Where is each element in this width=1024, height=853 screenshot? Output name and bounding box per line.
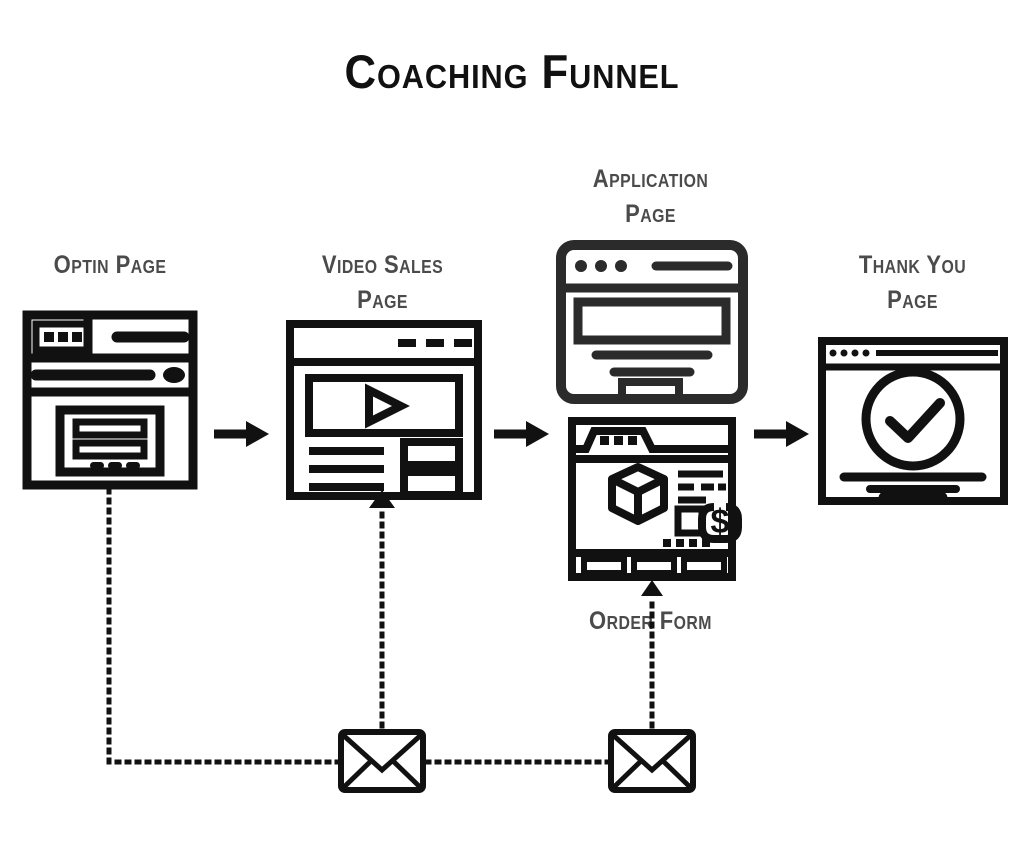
form-dots bbox=[90, 462, 140, 469]
window-dots bbox=[600, 436, 637, 445]
browser-optin-form-icon[interactable] bbox=[22, 310, 198, 490]
envelope-icon[interactable] bbox=[337, 728, 427, 794]
submit-button-shape[interactable] bbox=[618, 378, 683, 402]
window-dots bbox=[829, 349, 870, 357]
dollar-icon: $ bbox=[698, 503, 742, 543]
dotted-email-1-to-vsl bbox=[369, 490, 395, 729]
browser-checkmark-icon[interactable] bbox=[818, 337, 1008, 505]
svg-text:$: $ bbox=[711, 503, 730, 541]
envelope-icon[interactable] bbox=[607, 728, 697, 794]
thank-you-button-shape[interactable] bbox=[878, 491, 948, 505]
product-cube-icon bbox=[608, 463, 668, 525]
success-circle bbox=[861, 367, 965, 471]
node-label-thank-you-page-line1: Thank You bbox=[858, 251, 967, 279]
node-label-application-page-line1: Application bbox=[592, 165, 709, 193]
page-title: Coaching Funnel bbox=[344, 45, 680, 98]
video-frame[interactable] bbox=[305, 374, 463, 437]
node-label-optin-page: Optin Page bbox=[53, 251, 167, 279]
text-lines bbox=[309, 447, 384, 491]
play-icon[interactable] bbox=[365, 383, 410, 429]
node-label-thank-you-page-line2: Page bbox=[887, 286, 938, 314]
application-field[interactable] bbox=[573, 297, 731, 345]
window-dots bbox=[44, 332, 82, 342]
node-label-video-sales-page-line2: Page bbox=[357, 286, 408, 314]
browser-order-form-icon[interactable]: $ bbox=[568, 417, 742, 581]
cta-box-1[interactable] bbox=[400, 438, 463, 469]
arrow-application-to-thank-you bbox=[754, 421, 809, 447]
order-text-lines bbox=[678, 470, 726, 504]
browser-application-form-icon[interactable] bbox=[556, 240, 748, 404]
pagination-dots bbox=[663, 539, 710, 547]
node-label-video-sales-page-line1: Video Sales bbox=[321, 251, 444, 279]
node-label-application-page-line2: Page bbox=[625, 200, 676, 228]
check-icon bbox=[885, 398, 945, 443]
browser-video-player-icon[interactable] bbox=[286, 320, 482, 500]
product-cards bbox=[581, 556, 727, 576]
dotted-email-2-to-order-form bbox=[641, 580, 663, 729]
arrow-vsl-to-application bbox=[494, 421, 549, 447]
arrow-optin-to-vsl bbox=[214, 421, 269, 447]
cta-box-2[interactable] bbox=[400, 468, 463, 499]
dotted-optin-to-email-1 bbox=[106, 487, 341, 765]
window-dots bbox=[575, 260, 627, 272]
